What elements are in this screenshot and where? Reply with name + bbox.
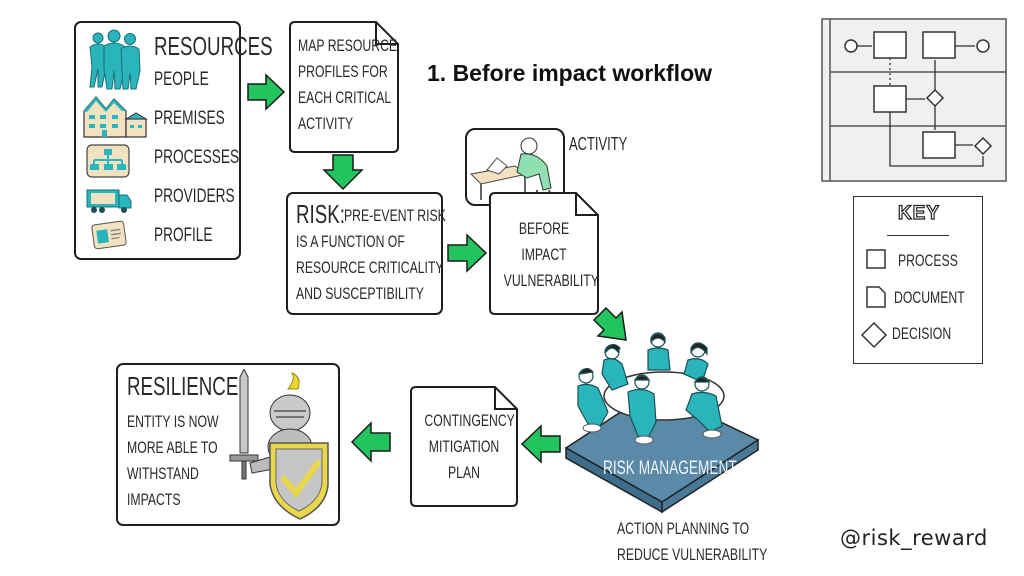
map-line-1: Map resource [298, 36, 398, 55]
risk-management-illustration [564, 332, 760, 514]
resource-people: People [154, 69, 209, 90]
key-heading: KEY [897, 202, 941, 224]
risk-line-3: resource criticality [296, 258, 444, 277]
key-legend: KEY Process Document Decision [853, 196, 983, 364]
swimlane-diagram [821, 18, 1007, 182]
id-card-icon [91, 220, 127, 250]
key-process: Process [898, 251, 958, 270]
process-square-icon [866, 249, 886, 269]
vuln-line-3: Vulnerability [503, 271, 599, 290]
resilience-line-4: impacts [127, 490, 181, 509]
page-title: 1. Before impact workflow [427, 60, 713, 86]
knight-shield-icon [229, 369, 329, 520]
action-caption-2: reduce vulnerability [617, 545, 768, 564]
contingency-line-1: Contingency [424, 411, 515, 430]
arrow-right-2 [447, 233, 488, 273]
risk-management-label: Risk Management [603, 458, 737, 479]
arrow-down-1 [322, 154, 364, 191]
resilience-line-3: withstand [127, 464, 199, 483]
key-document: Document [894, 288, 965, 307]
resource-profile: Profile [154, 225, 213, 246]
resource-providers: Providers [154, 186, 235, 207]
worker-at-desk-icon [469, 137, 554, 203]
arrow-left-1 [520, 424, 561, 464]
resilience-line-2: more able to [127, 438, 218, 457]
map-line-2: profiles for [298, 62, 388, 81]
action-caption-1: Action planning to [617, 519, 750, 538]
resource-processes: Processes [154, 147, 240, 168]
arrow-down-right [592, 306, 627, 341]
vuln-line-1: Before [518, 219, 570, 238]
key-decision: Decision [892, 324, 952, 343]
document-icon [866, 286, 886, 308]
contingency-line-2: Mitigation [428, 437, 500, 456]
risk-line-2: is a function of [296, 232, 405, 251]
risk-box: RISK: Pre-event risk is a function of re… [286, 192, 446, 315]
arrow-right-1 [247, 73, 286, 111]
map-profiles-document: Map resource profiles for each critical … [288, 21, 400, 154]
stools [582, 423, 722, 445]
resilience-box: Resilience: Entity is now more able to w… [116, 363, 340, 526]
resource-premises: Premises [154, 108, 225, 129]
people-icon [89, 29, 141, 90]
arrow-left-2 [350, 421, 391, 463]
building-icon [83, 96, 148, 138]
contingency-document: Contingency Mitigation Plan [409, 386, 519, 508]
risk-heading: RISK: [296, 199, 345, 229]
resources-box: Resources People Premises Processes Prov… [74, 21, 273, 260]
resilience-line-1: Entity is now [127, 412, 219, 431]
vulnerability-document: Before impact Vulnerability [488, 192, 600, 316]
truck-icon [86, 189, 132, 213]
process-chart-icon [86, 144, 130, 178]
risk-line-4: and susceptibility [296, 284, 424, 303]
decision-diamond-icon [860, 321, 888, 349]
resilience-heading: Resilience: [127, 371, 244, 401]
resources-heading: Resources [154, 31, 273, 61]
contingency-line-3: Plan [448, 463, 480, 482]
risk-line-1: Pre-event risk [344, 206, 446, 225]
map-line-4: activity [298, 114, 354, 133]
vuln-line-2: impact [521, 245, 567, 264]
twitter-handle: @risk_reward [840, 526, 988, 550]
map-line-3: each critical [298, 88, 392, 107]
activity-label: Activity [569, 134, 628, 154]
